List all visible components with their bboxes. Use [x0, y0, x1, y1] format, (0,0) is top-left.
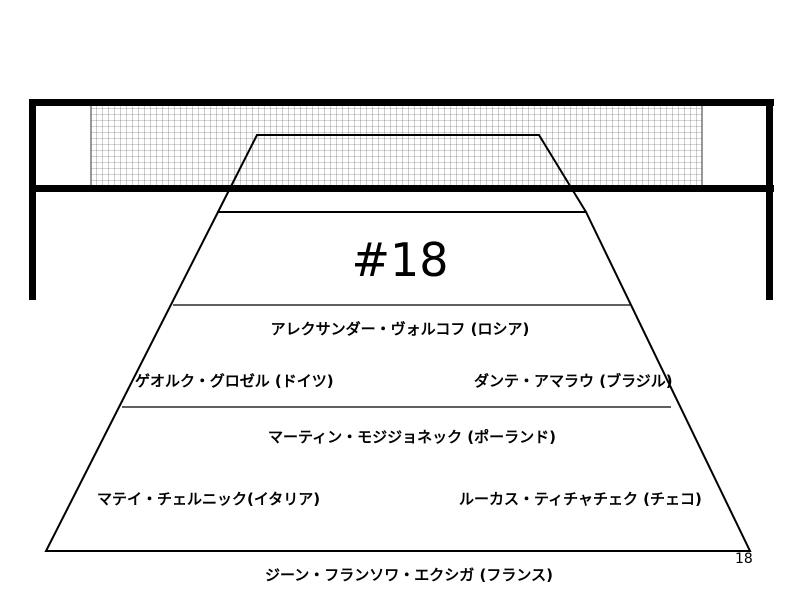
player-label: ゲオルク・グロゼル (ドイツ) — [135, 372, 334, 390]
far-court-outline — [217, 134, 587, 213]
net-top-band — [29, 99, 774, 106]
court-number: #18 — [351, 233, 449, 287]
player-label: ジーン・フランソワ・エクシガ (フランス) — [265, 566, 553, 584]
net-post-right — [766, 99, 773, 300]
page-number: 18 — [735, 551, 753, 567]
net-post-left — [29, 99, 36, 300]
player-label: マーティン・モジジョネック (ポーランド) — [267, 428, 557, 446]
player-label: マテイ・チェルニック(イタリア) — [97, 490, 321, 508]
player-label: ルーカス・ティチャチェク (チェコ) — [459, 490, 702, 508]
player-label: アレクサンダー・ヴォルコフ (ロシア) — [270, 320, 530, 338]
net-mesh — [90, 103, 703, 189]
player-label: ダンテ・アマラウ (ブラジル) — [474, 372, 673, 390]
net — [29, 99, 774, 300]
court — [44, 211, 752, 552]
net-bottom-band — [29, 185, 774, 192]
